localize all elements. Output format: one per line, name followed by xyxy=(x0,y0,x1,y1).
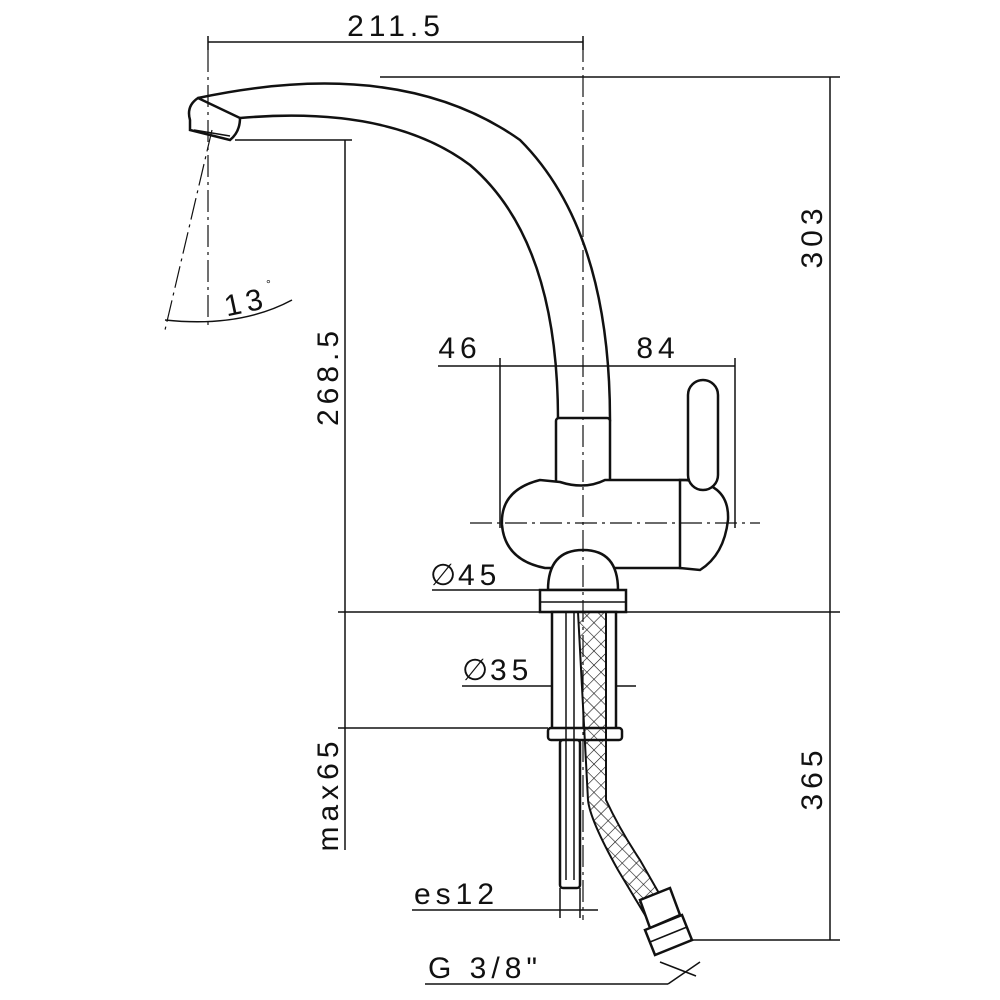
lever-handle xyxy=(686,378,720,492)
label-degree-symbol: ° xyxy=(266,277,271,291)
spout-nozzle xyxy=(187,96,242,142)
label-shank-diameter: 35 xyxy=(490,654,533,687)
dimension-base-diameter: ∅ 45 xyxy=(430,559,540,592)
dimension-thread: G 3/8" xyxy=(425,952,701,985)
label-spout-height: 268.5 xyxy=(312,326,345,426)
label-offset-left: 46 xyxy=(438,332,481,365)
dimension-offsets: 46 84 xyxy=(438,332,736,528)
mixer-body xyxy=(500,478,692,570)
label-hose-length: 365 xyxy=(796,745,829,810)
dimension-shank-diameter: ∅ 35 xyxy=(462,654,636,696)
label-max-thickness: max65 xyxy=(312,736,345,851)
label-offset-right: 84 xyxy=(636,332,679,365)
label-spout-angle: 13 xyxy=(221,282,270,323)
fixing-stud xyxy=(558,738,582,890)
dimension-width-total: 211.5 xyxy=(207,10,584,50)
label-base-diameter: 45 xyxy=(458,559,501,592)
spout xyxy=(197,82,612,422)
label-width-total: 211.5 xyxy=(347,10,445,43)
dimension-hose-spacing: es12 xyxy=(412,878,598,918)
center-lines xyxy=(164,40,760,920)
dimension-spout-angle: 13 ° xyxy=(164,277,293,323)
label-shank-diameter-symbol: ∅ xyxy=(462,654,493,687)
label-thread: G 3/8" xyxy=(428,952,542,985)
dimension-spout-height: 268.5 xyxy=(235,139,540,613)
faucet-body xyxy=(187,82,730,957)
dimension-height-total: 303 xyxy=(380,76,840,613)
label-hose-spacing: es12 xyxy=(414,878,499,911)
dimension-hose-length: 365 xyxy=(690,612,840,941)
dimension-max-thickness: max65 xyxy=(312,612,548,852)
label-base-diameter-symbol: ∅ xyxy=(430,559,461,592)
label-height-total: 303 xyxy=(796,203,829,268)
lever-cap xyxy=(678,478,730,572)
